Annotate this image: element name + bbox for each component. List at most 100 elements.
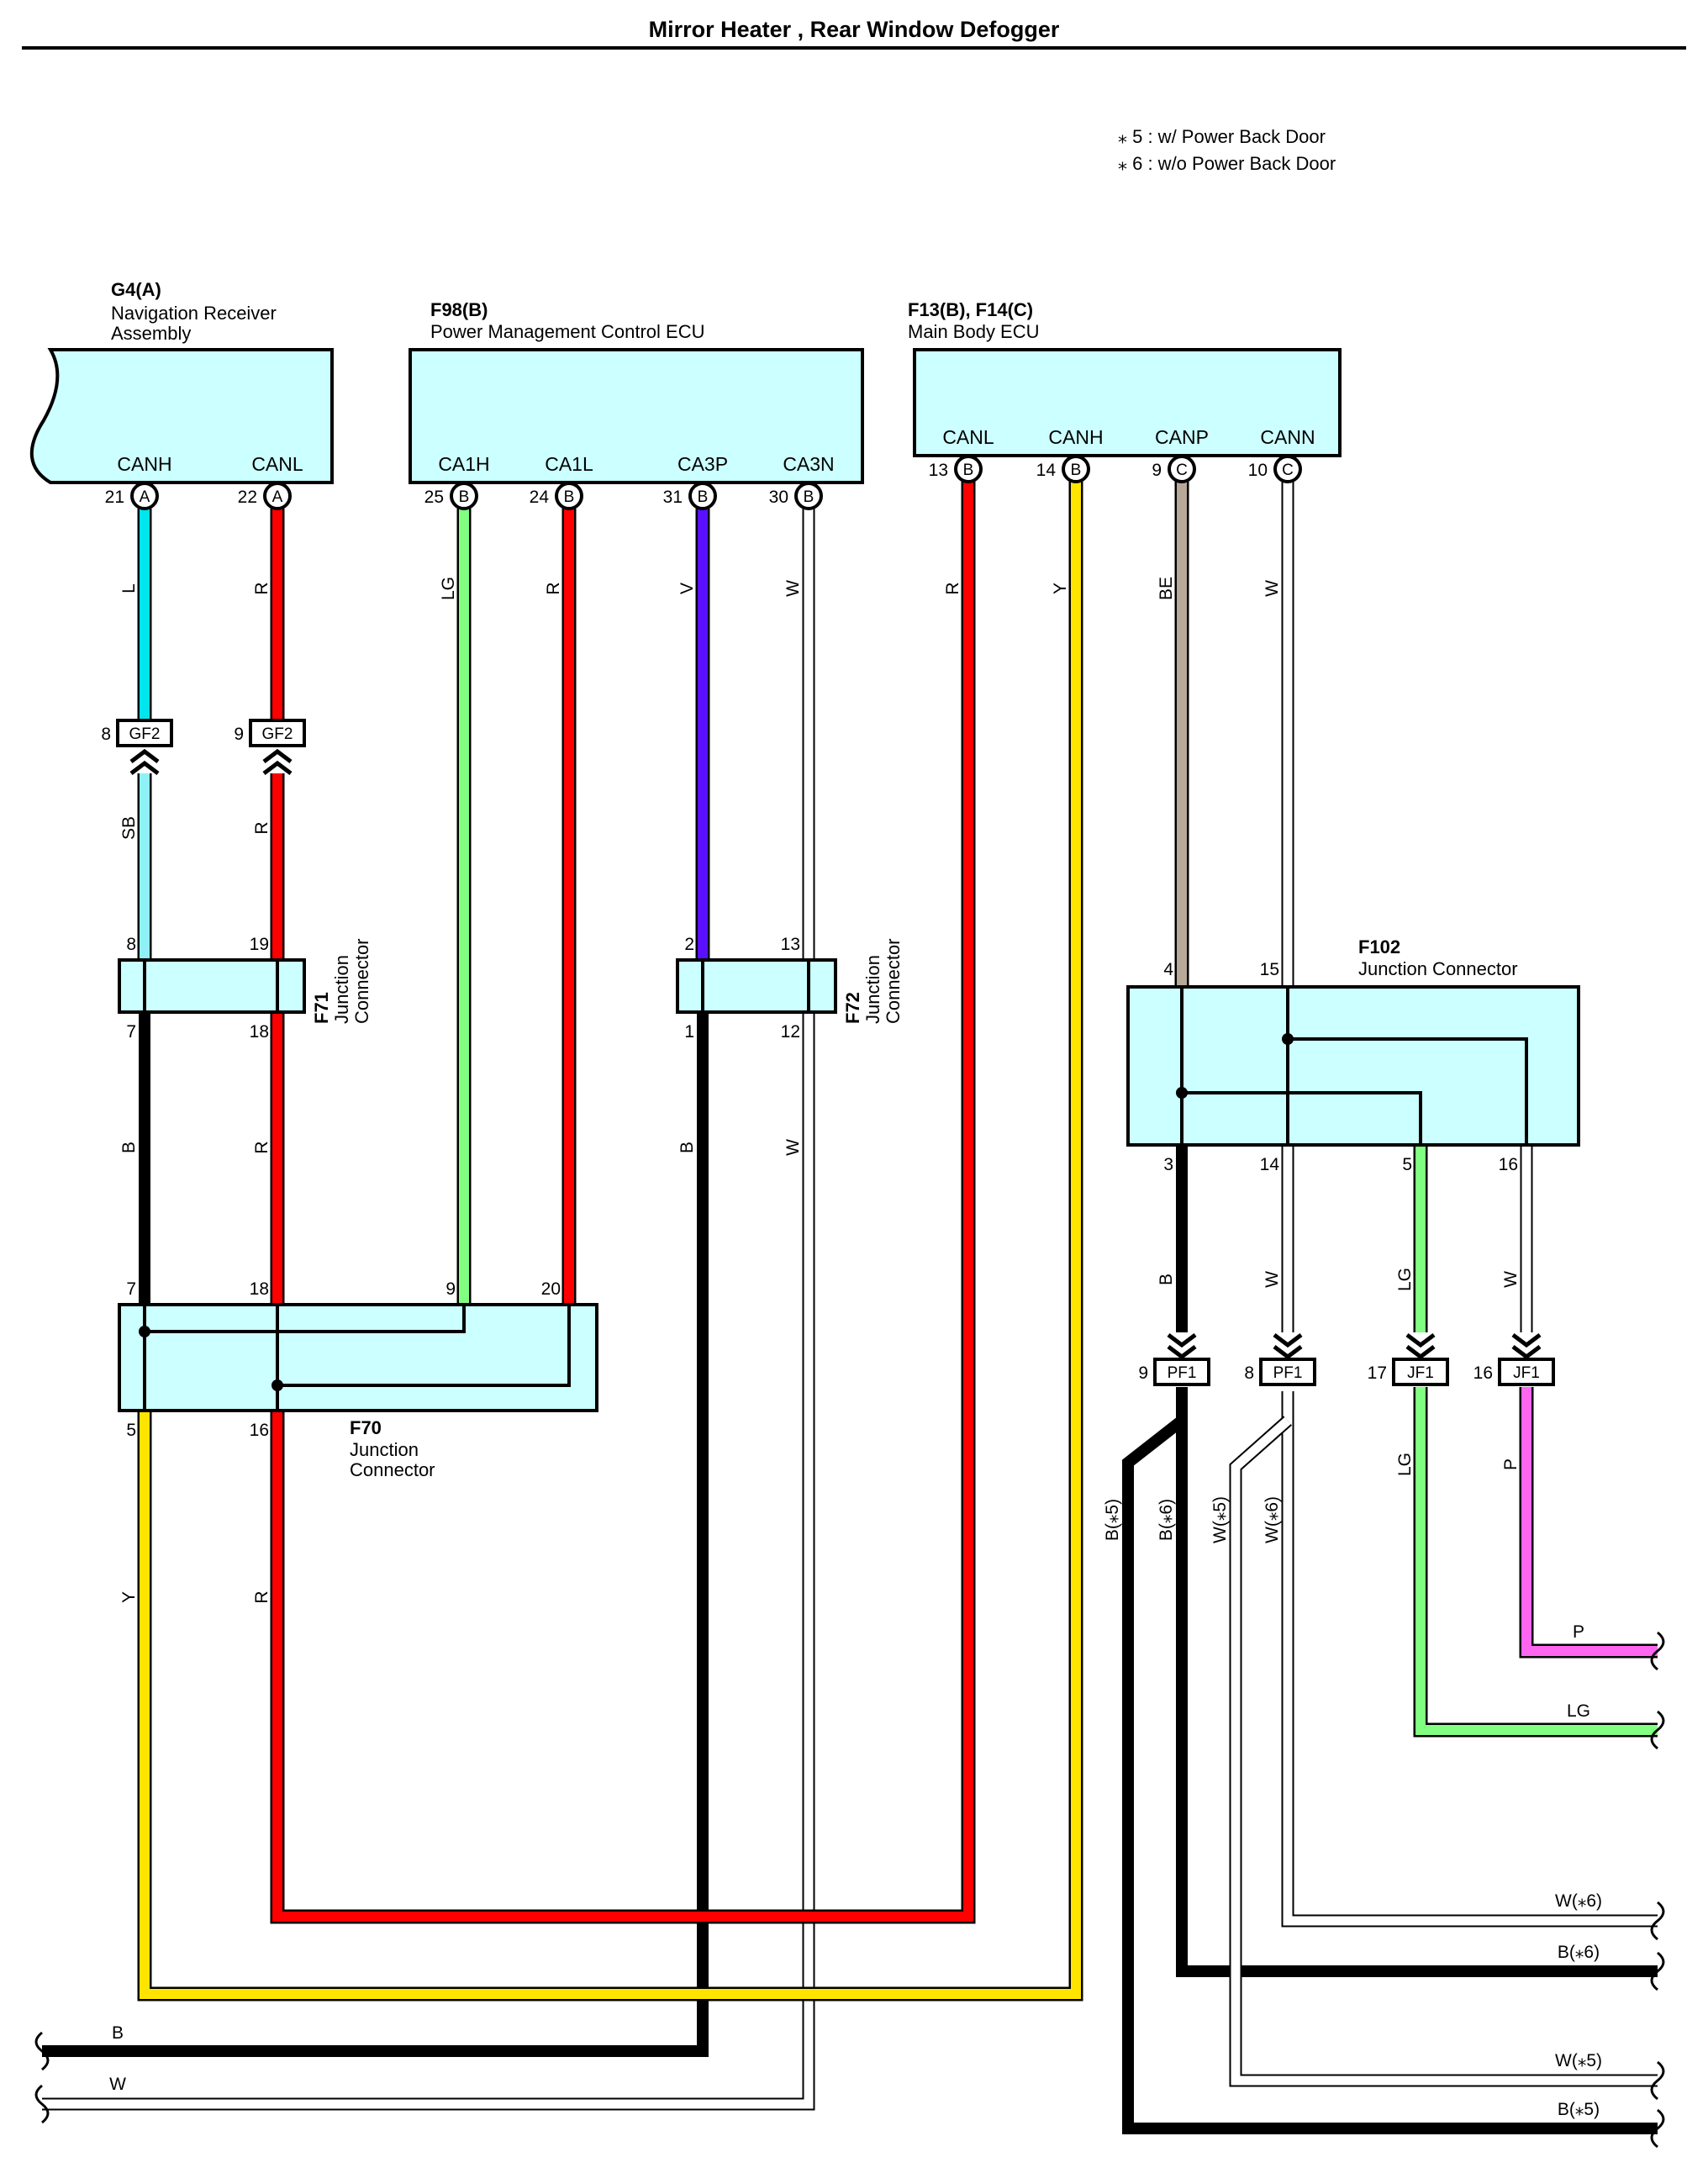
- pin-letter: B: [1071, 461, 1082, 479]
- wire-label: Y: [1051, 583, 1070, 594]
- f102-box: [1126, 985, 1580, 1147]
- pin-circle: [1273, 455, 1302, 483]
- wire-label: B: [677, 1142, 697, 1153]
- ecu-pins: A 21 A 22 B 25 B 24 B 31 B 30 B 13 B 14 …: [105, 455, 1302, 510]
- component-f72: 2 13 1 12 F72 Junction Connector: [676, 935, 904, 1042]
- diagram-title: Mirror Heater , Rear Window Defogger: [649, 17, 1060, 42]
- wire-b5: [1122, 1416, 1658, 2134]
- pm-name-1: Power Management Control ECU: [430, 321, 704, 342]
- pin-circle: [450, 482, 478, 510]
- wire-label: R: [252, 1141, 271, 1153]
- wire-label: R: [252, 582, 271, 594]
- connector-chevron: [1167, 1333, 1197, 1360]
- f71-pin: 18: [250, 1022, 269, 1042]
- f102-name-1: Junction Connector: [1358, 958, 1518, 979]
- wire-jf-p-outline: [1519, 1387, 1658, 1659]
- break-left-w: [34, 2084, 50, 2124]
- mb-signal-canp: CANP: [1155, 426, 1209, 448]
- note-5: ⁎ 5 : w/ Power Back Door: [1118, 126, 1326, 147]
- inline-connector-box: [116, 719, 173, 747]
- break-right-lg: [1650, 1710, 1665, 1750]
- inline-connector-code: JF1: [1407, 1364, 1434, 1382]
- f71-pin: 8: [126, 935, 136, 954]
- f72-name-1: Junction: [862, 955, 883, 1024]
- wire-label: R: [943, 582, 962, 594]
- f70-pin: 9: [445, 1279, 456, 1299]
- junction-dot: [1282, 1033, 1294, 1045]
- wire-w5: [1231, 1416, 1658, 2086]
- wire-label: V: [677, 583, 697, 594]
- f72-pin: 13: [781, 935, 800, 954]
- wire-end-label: B: [112, 2023, 124, 2043]
- f70-pin: 18: [250, 1279, 269, 1299]
- f71-pin: 19: [250, 935, 269, 954]
- inline-connector-box: [249, 719, 306, 747]
- inline-connector-box: [1153, 1358, 1210, 1386]
- f70-pin: 16: [250, 1421, 269, 1440]
- wires: [42, 475, 1658, 2134]
- pm-signal-ca3p: CA3P: [677, 453, 728, 475]
- pin-number: 9: [1152, 461, 1162, 480]
- component-f102: F102 Junction Connector 4 15 3 14 5 16: [1126, 936, 1580, 1174]
- inline-connector-pin: 8: [101, 725, 111, 744]
- wire-label: W: [783, 580, 803, 597]
- component-nav: G4(A) Navigation Receiver Assembly CANH …: [29, 279, 334, 484]
- inline-connector-pin: 17: [1368, 1363, 1387, 1383]
- wire-w6: [1283, 1391, 1658, 1926]
- wire-b6: [1176, 1387, 1658, 1977]
- wire-label: B(⁎6): [1157, 1499, 1176, 1541]
- pm-box: [409, 348, 864, 484]
- nav-id: G4(A): [111, 279, 161, 300]
- wire-end-label: B(⁎6): [1558, 1943, 1600, 1962]
- f102-pin: 5: [1402, 1155, 1412, 1174]
- wire-label: W: [1263, 1271, 1282, 1288]
- pin-circle: [555, 482, 583, 510]
- junction-dot: [139, 1326, 150, 1337]
- wire-label: R: [252, 1590, 271, 1603]
- wire-w5-outline: [1229, 1416, 1658, 2087]
- wire-f72-b-bottom: [42, 1013, 709, 2057]
- wire-f70-y: [140, 475, 1081, 1999]
- break-right-w6: [1650, 1901, 1665, 1941]
- f72-pin: 1: [684, 1022, 694, 1042]
- pin-circle: [1168, 455, 1196, 483]
- wire-labels: L R LG R V W R Y BE W SB R B R B W Y R B…: [109, 577, 1602, 2119]
- f102-internal-net-1: [1180, 987, 1422, 1145]
- break-left-b: [34, 2031, 50, 2071]
- wire-label: LG: [1395, 1453, 1415, 1476]
- inline-connector-box: [1392, 1358, 1449, 1386]
- wire-label: W: [1501, 1271, 1521, 1288]
- f71-box: [118, 958, 306, 1014]
- inline-connector-code: PF1: [1168, 1364, 1197, 1382]
- note-6: ⁎ 6 : w/o Power Back Door: [1118, 153, 1336, 174]
- connector-chevron: [1405, 1333, 1436, 1360]
- connector-chevron: [1273, 1333, 1303, 1360]
- pm-signal-ca1h: CA1H: [438, 453, 489, 475]
- connector-chevron: [1511, 1333, 1542, 1360]
- wire-label: LG: [439, 577, 458, 600]
- wire-label: R: [252, 821, 271, 834]
- wire-label: W: [783, 1139, 803, 1156]
- f70-box: [118, 1303, 598, 1412]
- f102-pin: 4: [1163, 960, 1173, 979]
- pin-number: 14: [1036, 461, 1057, 480]
- component-mb: F13(B), F14(C) Main Body ECU CANL CANH C…: [908, 299, 1342, 457]
- pin-number: 31: [663, 488, 683, 507]
- f72-name-2: Connector: [883, 938, 904, 1024]
- junction-dot: [271, 1379, 283, 1391]
- f72-id: F72: [842, 992, 863, 1024]
- f70-internal-net-2: [276, 1305, 571, 1411]
- pin-circle: [130, 482, 159, 510]
- pin-number: 24: [530, 488, 550, 507]
- junction-dot: [1176, 1087, 1188, 1099]
- pin-circle: [688, 482, 717, 510]
- wire-label: B: [119, 1142, 139, 1153]
- pin-circle: [1062, 455, 1090, 483]
- pin-circle: [263, 482, 292, 510]
- pin-number: 25: [424, 488, 444, 507]
- wire-label: LG: [1395, 1268, 1415, 1291]
- break-symbols: [34, 1631, 1665, 2149]
- component-pm: F98(B) Power Management Control ECU CA1H…: [409, 299, 864, 484]
- f102-internal-net-2: [1286, 987, 1528, 1145]
- mb-box: [913, 348, 1342, 457]
